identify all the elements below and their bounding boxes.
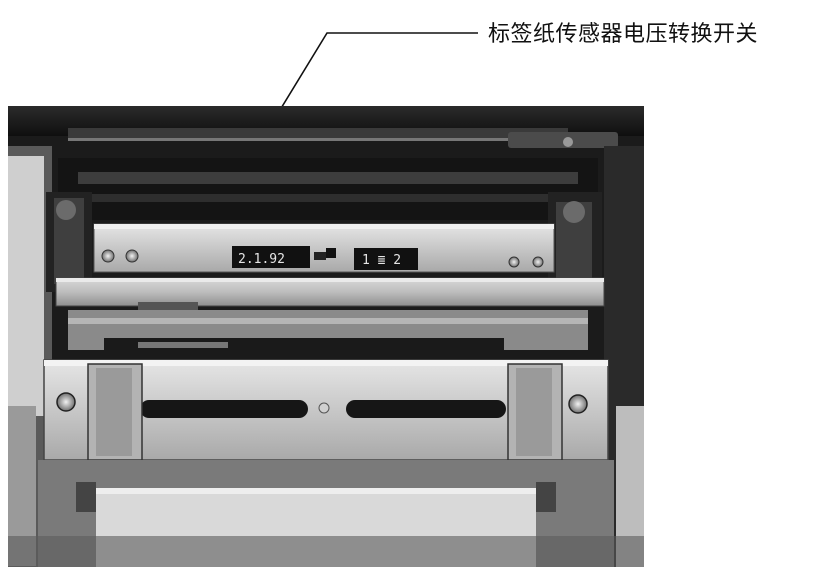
printer-photo: 2.1.92 1 ≣ 2	[8, 106, 644, 567]
voltage-switch: 1 ≣ 2	[354, 248, 418, 270]
readout-panel: 2.1.92	[232, 246, 310, 268]
readout-text: 2.1.92	[238, 252, 285, 267]
callout-label: 标签纸传感器电压转换开关	[488, 22, 759, 47]
switch-marking: 1 ≣ 2	[362, 253, 401, 268]
